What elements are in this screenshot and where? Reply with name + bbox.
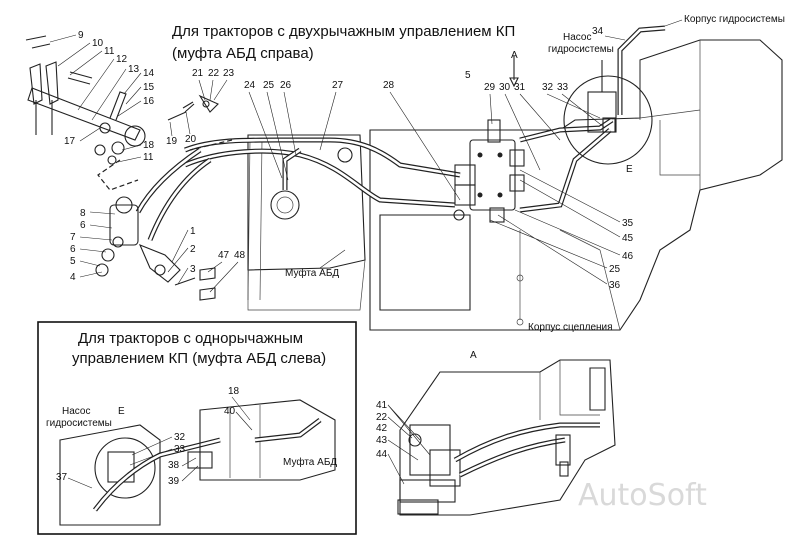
inset-single-lever-box	[37, 321, 357, 535]
callout-25b: 25	[609, 264, 621, 275]
callout-31: 31	[514, 82, 526, 93]
callout-7: 7	[70, 232, 76, 243]
label-hydro-housing: Корпус гидросистемы	[684, 14, 785, 25]
detail-callout-44: 44	[376, 449, 388, 460]
distributor-valve	[453, 119, 525, 223]
detail-a-drawing	[397, 359, 616, 516]
inset-label-abd-clutch: Муфта АБД	[283, 456, 337, 468]
callout-34: 34	[592, 26, 604, 37]
callout-6a: 6	[80, 220, 86, 231]
callout-36: 36	[609, 280, 621, 291]
callout-11b: 11	[143, 152, 154, 163]
callout-22: 22	[208, 68, 220, 79]
label-pump-line2: гидросистемы	[548, 44, 614, 55]
detail-callout-22: 22	[376, 412, 388, 423]
abd-clutch-housing	[247, 134, 366, 311]
callout-32: 32	[542, 82, 554, 93]
callout-45: 45	[622, 233, 634, 244]
callout-28: 28	[383, 80, 395, 91]
title-two-lever-line2: (муфта АБД справа)	[172, 45, 314, 62]
inset-label-pump-line1: Насос	[62, 406, 90, 417]
callout-26: 26	[280, 80, 292, 91]
detail-callout-43: 43	[376, 435, 388, 446]
link-rod-dashed	[97, 159, 139, 191]
callout-46: 46	[622, 251, 634, 262]
callout-17: 17	[64, 136, 76, 147]
callout-24: 24	[244, 80, 256, 91]
inset-label-pump-line2: гидросистемы	[46, 418, 112, 429]
inset-callout-39: 39	[168, 476, 180, 487]
hydraulic-hoses	[184, 25, 666, 213]
inset-label-view-e: Е	[118, 406, 125, 417]
callout-15: 15	[143, 82, 155, 93]
callout-25: 25	[263, 80, 275, 91]
inset-callout-37: 37	[56, 472, 68, 483]
callout-10: 10	[92, 38, 104, 49]
callout-21: 21	[192, 68, 204, 79]
detail-callout-41: 41	[376, 400, 388, 411]
callout-4: 4	[70, 272, 76, 283]
leader-lines-main	[49, 34, 626, 293]
label-pump-line1: Насос	[563, 32, 591, 43]
inset-callout-18: 18	[228, 386, 240, 397]
label-view-a: А	[511, 50, 518, 61]
callout-8: 8	[80, 208, 86, 219]
title-one-lever-line1: Для тракторов с однорычажным	[78, 330, 303, 347]
callout-29: 29	[484, 82, 496, 93]
title-one-lever-line2: управлением КП (муфта АБД слева)	[72, 350, 326, 367]
label-abd-clutch: Муфта АБД	[285, 267, 339, 279]
shift-rod-assembly	[95, 147, 216, 301]
callout-6b: 6	[70, 244, 76, 255]
callout-labels-main: 9 10 11 12 13 14 15 16 17 18 11 19 20 21…	[64, 26, 634, 291]
callout-18: 18	[143, 140, 155, 151]
detail-label-a: А	[470, 350, 477, 361]
callout-47: 47	[218, 250, 230, 261]
callout-labels-inset: 18 40 32 33 38 39 37	[56, 386, 253, 489]
inset-callout-40: 40	[224, 406, 236, 417]
callout-23: 23	[223, 68, 235, 79]
watermark-autosoft: AutoSoft	[578, 478, 707, 513]
callout-20: 20	[185, 134, 197, 145]
callout-9: 9	[78, 30, 84, 41]
callout-11: 11	[104, 46, 115, 57]
link-dashed-2	[189, 139, 233, 151]
inset-callout-32: 32	[174, 432, 186, 443]
callout-3: 3	[190, 264, 196, 275]
callout-30: 30	[499, 82, 511, 93]
callout-5-top: 5	[465, 70, 471, 81]
detail-callout-42: 42	[376, 423, 388, 434]
callout-12: 12	[116, 54, 128, 65]
transmission-housing	[369, 39, 783, 331]
callout-2: 2	[190, 244, 196, 255]
callout-33: 33	[557, 82, 569, 93]
label-view-e: Е	[626, 164, 633, 175]
gear-lever-assembly	[25, 35, 219, 165]
callout-19: 19	[166, 136, 178, 147]
inset-drawing	[59, 399, 336, 526]
label-clutch-housing: Корпус сцепления	[528, 322, 613, 333]
callout-labels-detail-a: 41 22 42 43 44	[376, 400, 431, 485]
callout-48: 48	[234, 250, 246, 261]
pump-detail-e	[509, 56, 653, 165]
callout-35: 35	[622, 218, 634, 229]
callout-14: 14	[143, 68, 155, 79]
inset-callout-38: 38	[168, 460, 180, 471]
callout-5: 5	[70, 256, 76, 267]
callout-27: 27	[332, 80, 344, 91]
callout-1: 1	[190, 226, 196, 237]
title-two-lever-line1: Для тракторов с двухрычажным управлением…	[172, 23, 515, 40]
callout-16: 16	[143, 96, 155, 107]
inset-callout-33: 33	[174, 444, 186, 455]
callout-13: 13	[128, 64, 140, 75]
